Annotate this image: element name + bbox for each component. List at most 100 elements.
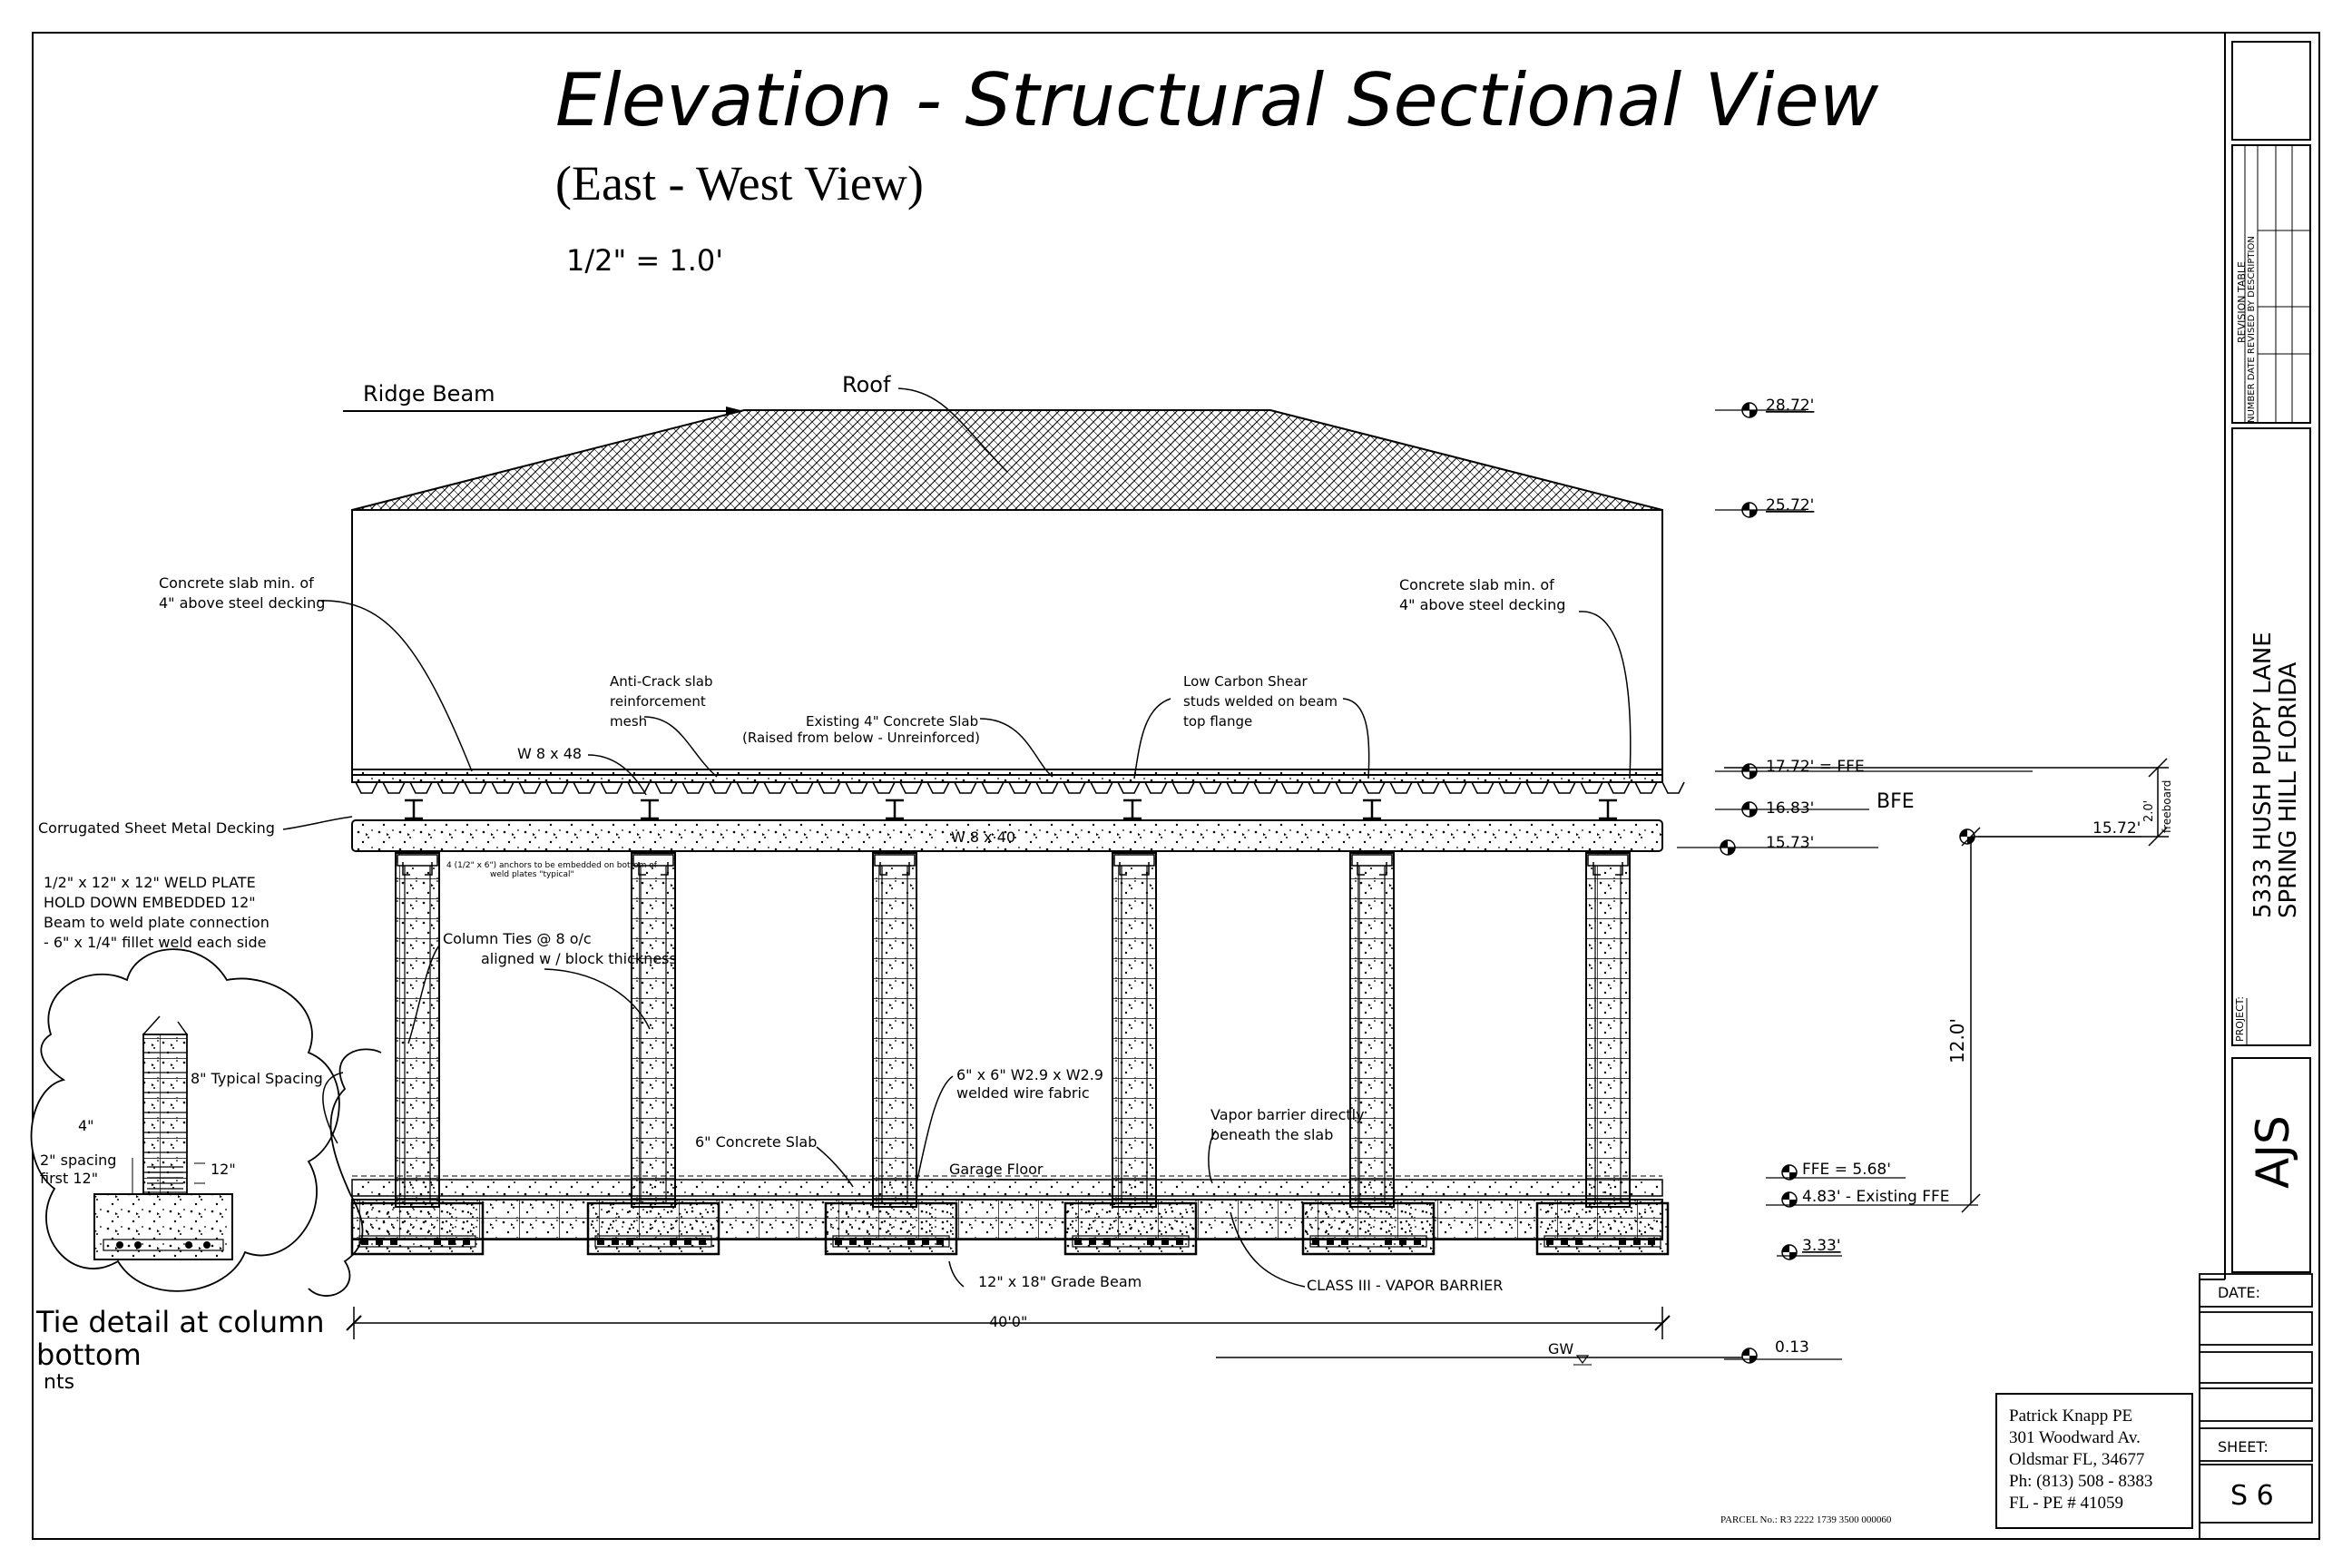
engineer-street: 301 Woodward Av. <box>2009 1428 2141 1447</box>
anti-crack-note-1: Anti-Crack slab <box>610 673 712 690</box>
bfe-label: BFE <box>1877 790 1915 813</box>
i-beam-section <box>1363 799 1381 820</box>
span-dimension-label: 40'0" <box>989 1313 1027 1330</box>
vapor-note-1: Vapor barrier directly <box>1210 1106 1365 1123</box>
vapor-class-label: CLASS III - VAPOR BARRIER <box>1307 1277 1503 1294</box>
span-dimension <box>346 1307 1671 1339</box>
roof-label: Roof <box>842 372 891 397</box>
grade-beam-footing <box>350 1201 485 1256</box>
groundwater-line <box>1216 1355 1751 1366</box>
grade-beam-footing <box>586 1201 720 1256</box>
tie-caption-1: Tie detail at column <box>35 1305 325 1339</box>
upper-leaders <box>282 600 1632 830</box>
elev-3-33: 3.33' <box>1802 1237 1841 1255</box>
grade-beam-footing <box>824 1201 958 1256</box>
lower-leaders <box>407 945 1306 1288</box>
groundwater-label: GW <box>1548 1340 1573 1357</box>
decking-label: Corrugated Sheet Metal Decking <box>38 819 275 837</box>
shear-studs-note-2: studs welded on beam <box>1183 693 1338 710</box>
elev-4-83-existing: 4.83' - Existing FFE <box>1802 1188 1950 1206</box>
engineer-license: FL - PE # 41059 <box>2009 1494 2123 1513</box>
i-beam-section <box>886 799 904 820</box>
anti-crack-note-3: mesh <box>610 713 647 730</box>
existing-slab-note-1: Existing 4" Concrete Slab <box>806 713 978 730</box>
masonry-column <box>1112 852 1157 1208</box>
weld-plate-note-3: Beam to weld plate connection <box>44 914 270 931</box>
masonry-column <box>631 852 676 1208</box>
elevation-marker <box>1781 1191 1798 1208</box>
elevation-marker <box>1741 1348 1758 1364</box>
w8x48-label: W 8 x 48 <box>517 745 582 762</box>
i-beam-section <box>641 799 659 820</box>
elev-15-72: 15.72' <box>2092 819 2141 838</box>
elevation-markers <box>1677 402 2141 1364</box>
tie-dim-12: 12" <box>211 1161 236 1178</box>
i-beam-section <box>405 799 423 820</box>
existing-slab-note-2: (Raised from below - Unreinforced) <box>742 730 980 746</box>
masonry-column <box>1349 852 1395 1208</box>
i-beam-section <box>1599 799 1617 820</box>
garage-floor-label: Garage Floor <box>949 1161 1044 1178</box>
wire-fabric-note-1: 6" x 6" W2.9 x W2.9 <box>956 1066 1103 1083</box>
floor-deck <box>351 769 1685 852</box>
weld-plate-note-2: HOLD DOWN EMBEDDED 12" <box>44 894 256 911</box>
masonry-column <box>872 852 917 1208</box>
steel-beams <box>405 799 1617 820</box>
engineer-name: Patrick Knapp PE <box>2009 1406 2132 1426</box>
sheet-label: SHEET: <box>2218 1438 2269 1455</box>
revision-columns: NUMBER DATE REVISED BY DESCRIPTION <box>2247 236 2257 423</box>
slab-note-right-1: Concrete slab min. of <box>1399 576 1554 593</box>
project-line-2: SPRING HILL FLORIDA <box>2275 662 2302 918</box>
slab-note-left-1: Concrete slab min. of <box>159 574 314 592</box>
sheet-border <box>32 32 2320 1540</box>
height-12-label: 12.0' <box>1946 1018 1968 1063</box>
shear-studs-note-1: Low Carbon Shear <box>1183 673 1308 690</box>
elev-16-83: 16.83' <box>1766 799 1814 818</box>
elev-15-73: 15.73' <box>1766 834 1814 852</box>
slab-note-right-2: 4" above steel decking <box>1399 596 1565 613</box>
revision-table-label: REVISION TABLE <box>2236 261 2248 343</box>
tie-detail <box>30 948 382 1297</box>
grade-beam-footing <box>1535 1201 1670 1256</box>
tie-nts: nts <box>44 1371 74 1394</box>
drawing-title: Elevation - Structural Sectional View <box>555 58 1879 142</box>
masonry-columns <box>395 852 1631 1208</box>
elev-0-13: 0.13 <box>1775 1338 1809 1357</box>
ridge-beam-label: Ridge Beam <box>363 381 495 407</box>
masonry-column <box>395 852 440 1208</box>
elev-17-72-ffe: 17.72' = FFE <box>1766 758 1865 776</box>
engineer-phone: Ph: (813) 508 - 8383 <box>2009 1472 2152 1491</box>
tie-spacing-1: 2" spacing <box>40 1152 116 1169</box>
shear-studs-note-3: top flange <box>1183 713 1252 730</box>
elev-28-72: 28.72' <box>1766 397 1814 415</box>
grade-beams <box>350 1201 1670 1256</box>
tie-dim-4: 4" <box>78 1117 94 1134</box>
anti-crack-note-2: reinforcement <box>610 693 706 710</box>
i-beam-section <box>1123 799 1142 820</box>
elevation-marker <box>1781 1164 1798 1181</box>
tie-spacing-2: first 12" <box>40 1170 98 1187</box>
date-label: DATE: <box>2218 1284 2260 1301</box>
project-line-1: 5333 HUSH PUPPY LANE <box>2249 632 2277 918</box>
engineer-box <box>1995 1393 2193 1529</box>
drawing-scale: 1/2" = 1.0' <box>566 243 723 278</box>
w8x40-label: W 8 x 40 <box>951 828 1015 846</box>
masonry-column <box>1585 852 1631 1208</box>
grade-beam-footing <box>1063 1201 1198 1256</box>
anchors-note-2: weld plates "typical" <box>490 870 574 879</box>
project-label: PROJECT: <box>2234 996 2246 1042</box>
height-dimensions <box>1724 758 2169 1213</box>
grade-beam-footing <box>1301 1201 1436 1256</box>
grade-beam-label: 12" x 18" Grade Beam <box>978 1273 1142 1290</box>
anchors-note-1: 4 (1/2" x 6") anchors to be embedded on … <box>446 861 658 870</box>
weld-plate-note-4: - 6" x 1/4" fillet weld each side <box>44 934 266 951</box>
title-block <box>2199 41 2313 1524</box>
wire-fabric-note-2: welded wire fabric <box>956 1084 1090 1102</box>
engineer-city: Oldsmar FL, 34677 <box>2009 1450 2144 1469</box>
tie-caption-2: bottom <box>36 1338 142 1372</box>
parcel-number: PARCEL No.: R3 2222 1739 3500 000060 <box>1720 1514 1892 1525</box>
ground-slab <box>351 1175 1663 1240</box>
column-ties-note-2: aligned w / block thickness <box>481 950 677 967</box>
elev-ffe-5-68: FFE = 5.68' <box>1802 1161 1891 1179</box>
